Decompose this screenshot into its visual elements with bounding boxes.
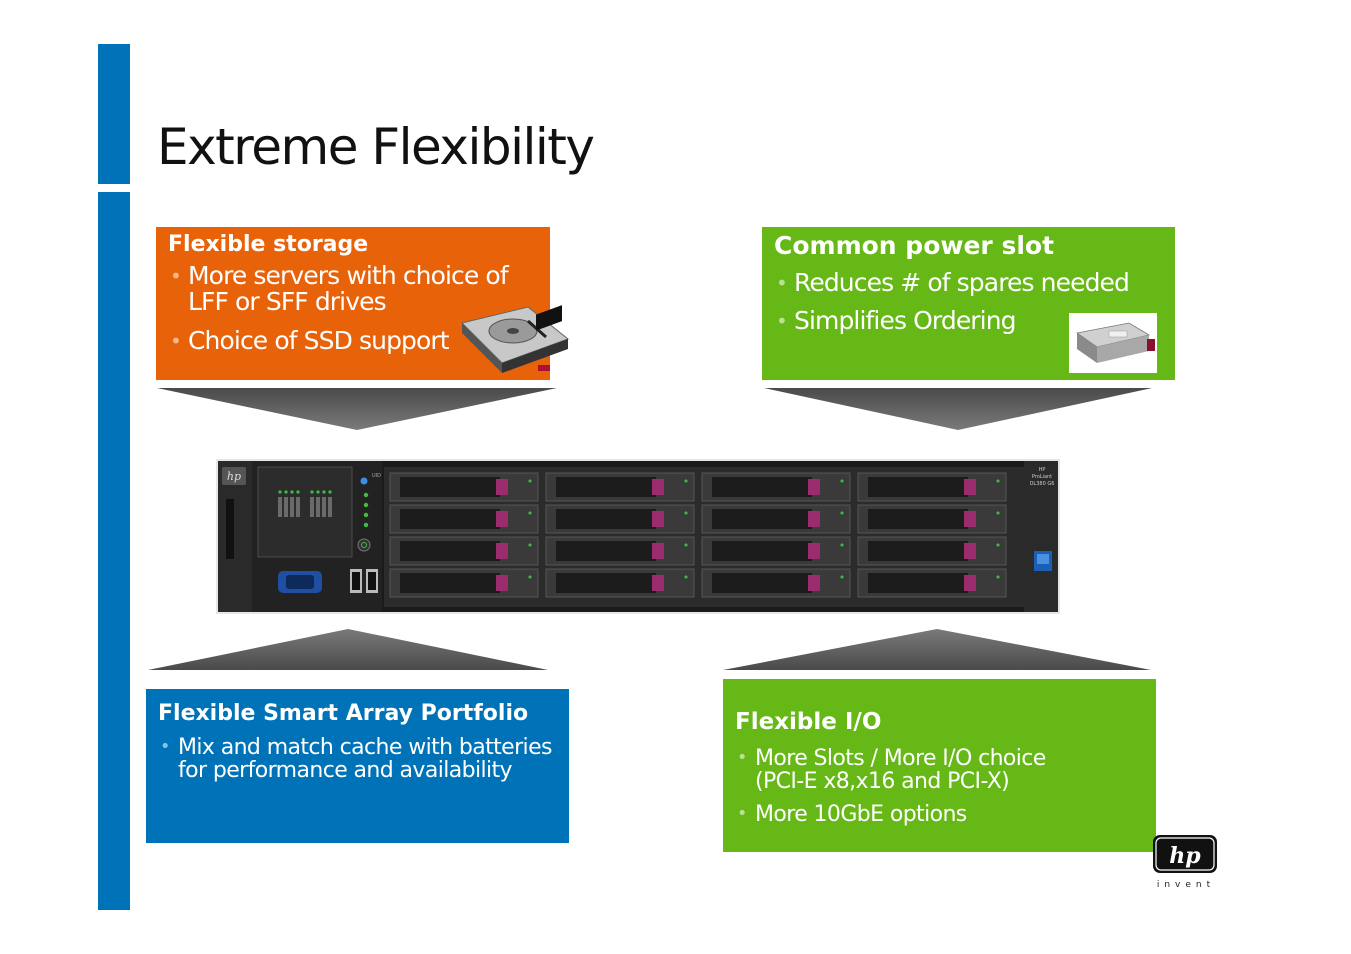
hp-logo-icon: hp invent [1150,832,1222,892]
common-power-slot-box: Common power slot Reduces # of spares ne… [762,227,1175,380]
hard-drive-icon [461,305,570,373]
bullet-list: More Slots / More I/O choice(PCI-E x8,x1… [735,747,1144,828]
arrow-up-icon [148,629,548,670]
hp-badge-icon: hp [1153,835,1217,873]
list-item: Choice of SSD support [168,325,538,355]
arrow-down-icon [157,388,557,430]
list-item-text: Simplifies Ordering [794,306,1017,336]
model-label: HP [1039,467,1046,473]
svg-text:hp: hp [1169,843,1201,869]
slide-title: Extreme Flexibility [157,118,595,176]
list-item-text: More servers with choice of [188,261,509,290]
flexible-io-box: Flexible I/O More Slots / More I/O choic… [723,679,1156,852]
box-title: Common power slot [774,231,1055,260]
model-label: DL380 G6 [1030,481,1055,487]
list-item-text: Reduces # of spares needed [794,268,1130,297]
hp-tagline: invent [1156,880,1216,890]
box-title: Flexible storage [168,232,369,257]
bullet-list: Reduces # of spares needed Simplifies Or… [774,268,1163,336]
box-title: Flexible Smart Array Portfolio [158,701,529,726]
list-item-text: Choice of SSD support [188,325,450,355]
power-supply-icon [1069,313,1157,373]
list-item: More Slots / More I/O choice(PCI-E x8,x1… [735,747,1144,793]
arrow-down-icon [764,388,1152,430]
list-item-text: Mix and match cache with batteries [178,735,552,760]
list-item-text: LFF or SFF drives [188,287,387,317]
accent-bar-bottom [98,192,130,910]
list-item-text: More 10GbE options [755,802,967,828]
list-item: Reduces # of spares needed [774,268,1163,297]
svg-text:hp: hp [227,470,241,483]
box-title: Flexible I/O [735,709,882,735]
uid-label: UID [372,473,381,479]
arrow-up-icon [723,629,1151,670]
list-item-text: (PCI-E x8,x16 and PCI-X) [755,769,1010,795]
flexible-storage-box: Flexible storage More servers with choic… [156,227,550,380]
accent-bar-top [98,44,130,184]
list-item-text: for performance and availability [178,758,513,784]
flexible-smart-array-box: Flexible Smart Array Portfolio Mix and m… [146,689,569,843]
list-item: More 10GbE options [735,802,1144,828]
model-label: ProLiant [1032,474,1052,480]
list-item: Simplifies Ordering [774,306,1163,336]
server-front-panel-icon: hp UID [216,459,1060,614]
list-item-text: More Slots / More I/O choice [755,746,1046,771]
